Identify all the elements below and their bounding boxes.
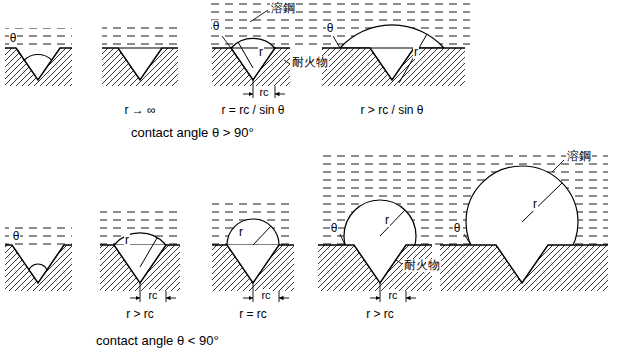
refractory — [5, 48, 608, 291]
radius-label: r — [384, 214, 390, 227]
radius-line — [140, 34, 562, 267]
dimension-label: rc — [147, 289, 158, 301]
condition-label: r → ∞ — [123, 104, 156, 117]
condition-label: r > rc — [365, 308, 395, 321]
angle-mark — [18, 36, 471, 245]
angle-label: θ — [326, 22, 335, 35]
radius-label: r — [124, 234, 130, 247]
angle-label: θ — [330, 222, 339, 235]
radius-label: r — [238, 226, 244, 239]
radius-label: r — [532, 198, 538, 211]
condition-label: r = rc — [238, 308, 268, 321]
material-label: 溶鋼 — [270, 2, 296, 15]
radius-label: r — [258, 46, 264, 59]
angle-label: θ — [212, 20, 221, 33]
condition-label: r = rc / sin θ — [220, 104, 285, 117]
angle-label: θ — [9, 32, 18, 45]
angle-label: θ — [12, 230, 21, 243]
material-label: 耐火物 — [291, 56, 329, 69]
condition-label: r > rc — [125, 308, 155, 321]
material-label: 耐火物 — [403, 259, 441, 272]
row-caption: contact angle θ < 90° — [95, 334, 220, 348]
groove-gas — [114, 245, 548, 283]
radius-label: r — [413, 46, 419, 59]
angle-label: θ — [453, 222, 462, 235]
dimension-label: rc — [260, 289, 271, 301]
row-caption: contact angle θ > 90° — [130, 126, 255, 140]
groove-outline — [5, 48, 608, 283]
condition-label: r > rc / sin θ — [359, 104, 424, 117]
dimension-label: rc — [387, 289, 398, 301]
leader-line — [250, 10, 564, 264]
dimension-label: rc — [258, 86, 269, 98]
material-label: 溶鋼 — [566, 150, 592, 163]
